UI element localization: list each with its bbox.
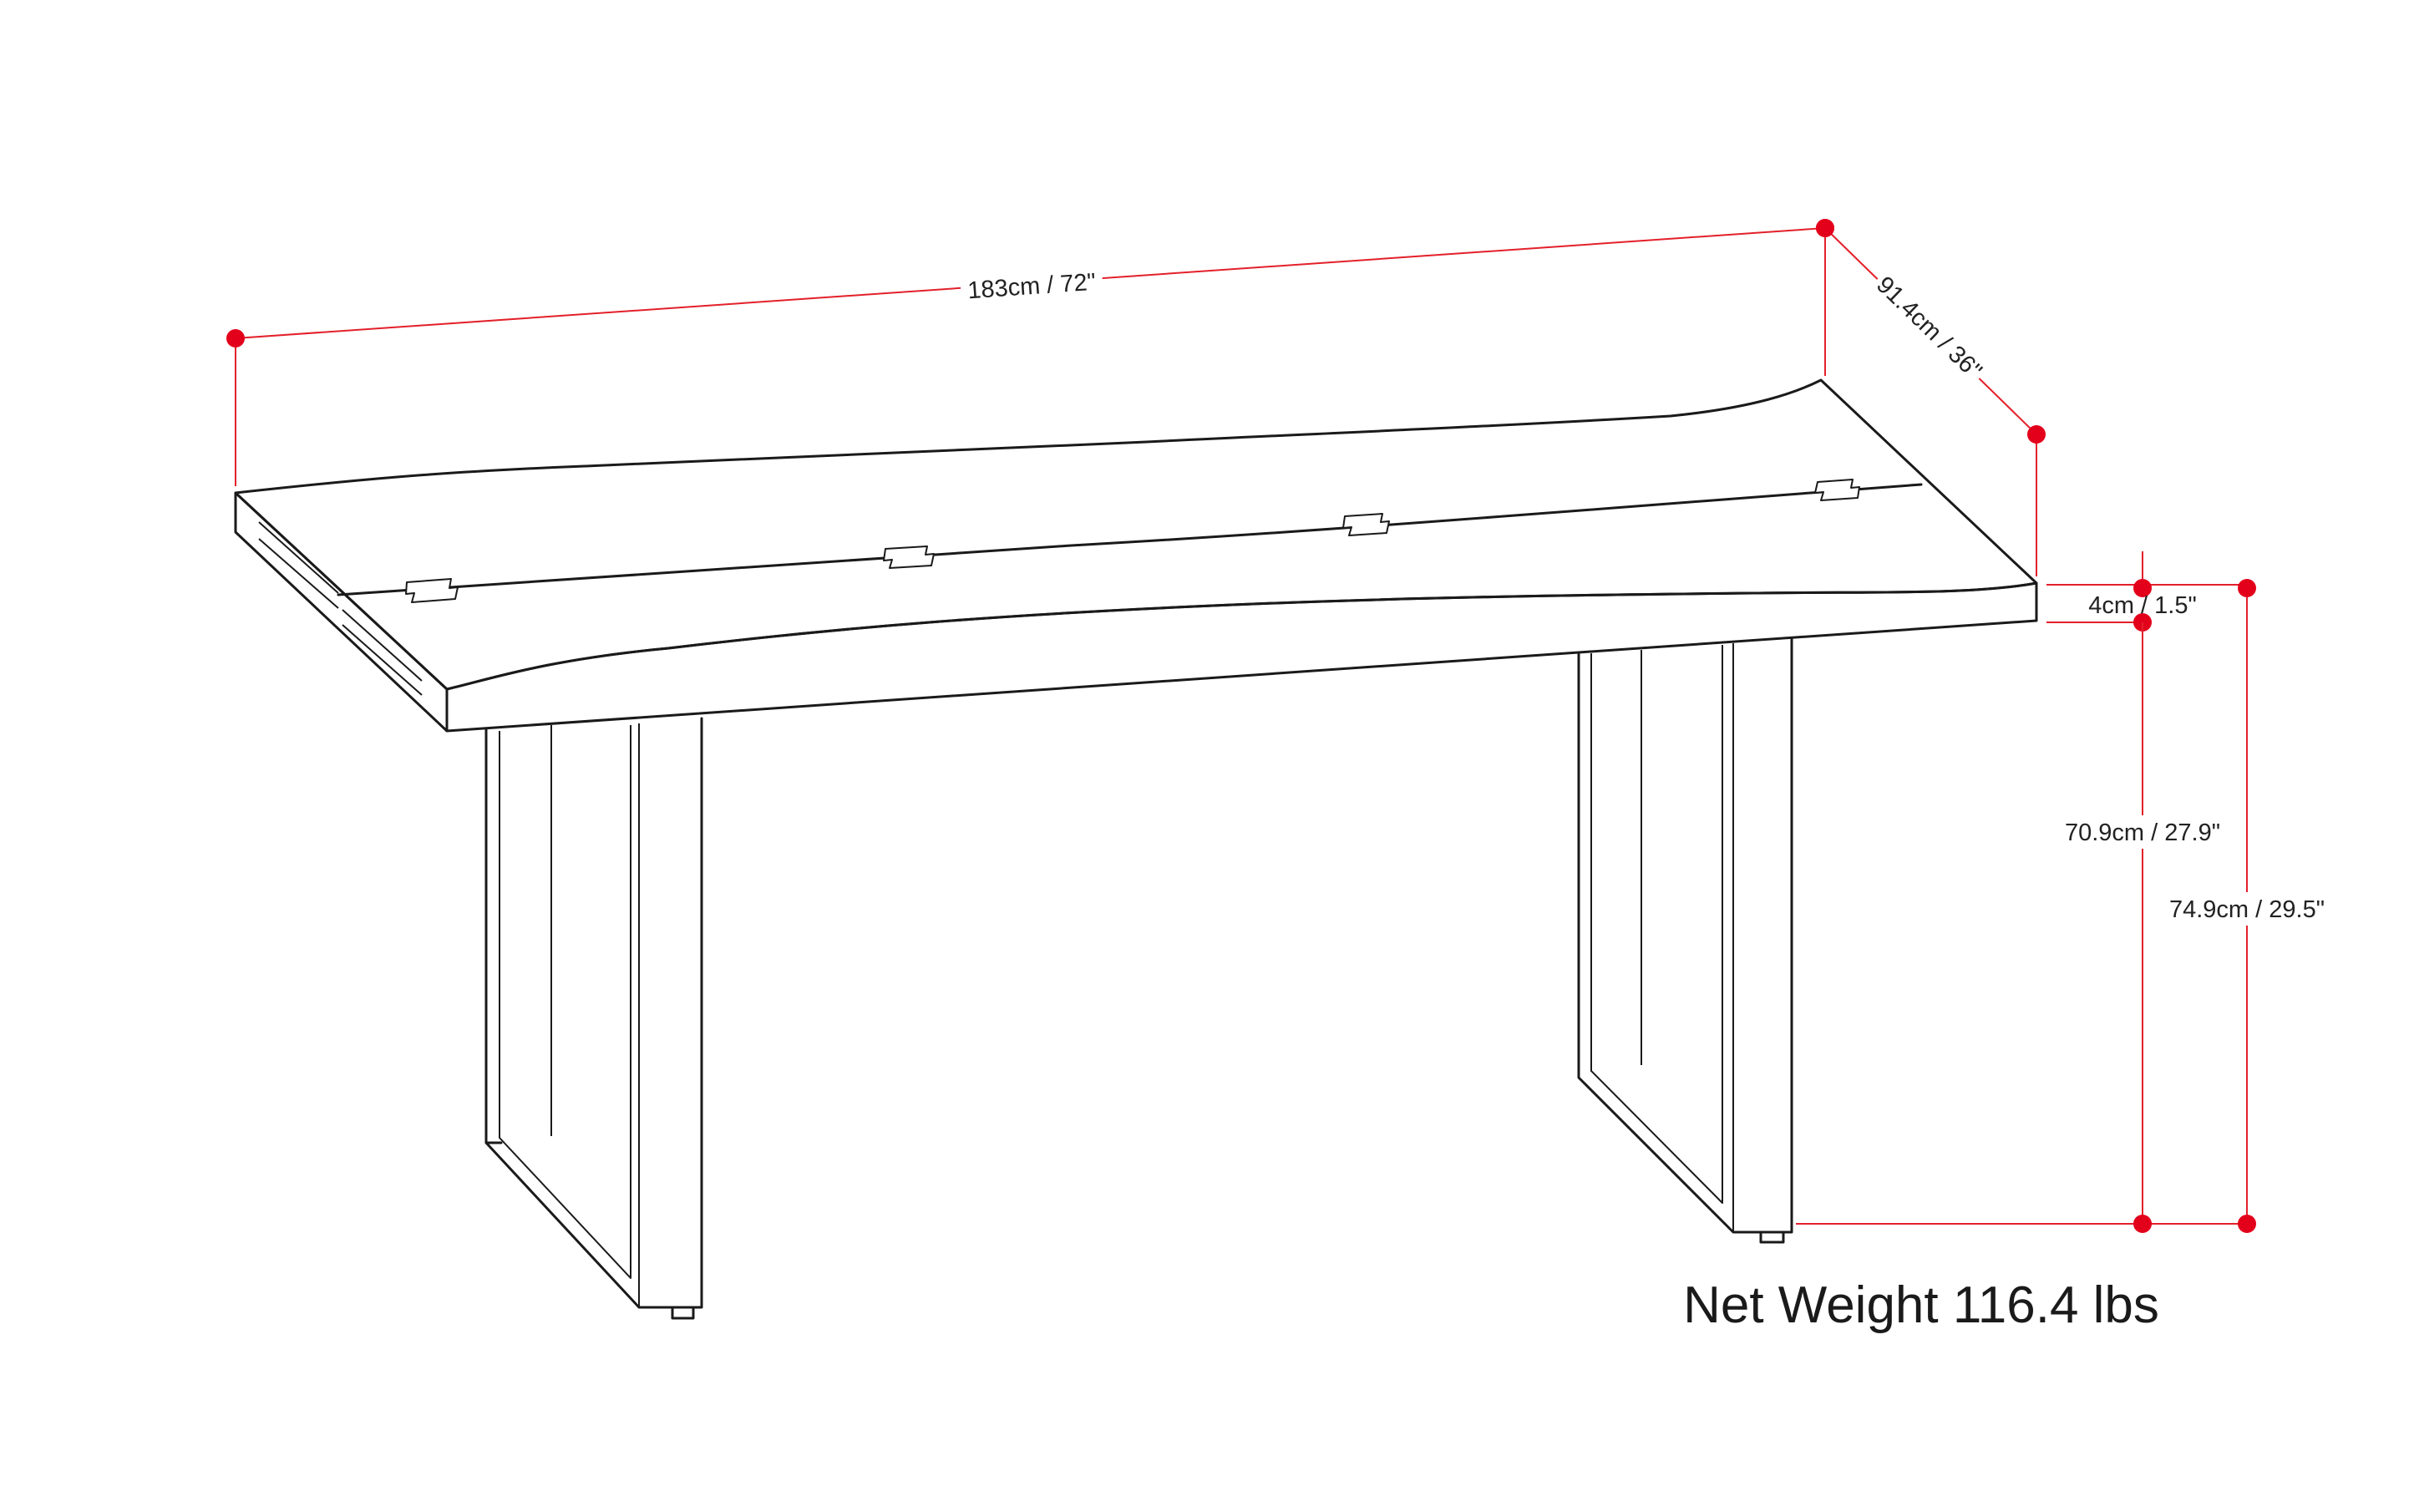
- thickness-label: 4cm / 1.5": [2088, 592, 2197, 619]
- butterfly-key-4: [1814, 479, 1860, 501]
- butterfly-key-2: [883, 545, 935, 569]
- leg-height-label: 70.9cm / 27.9": [2065, 819, 2220, 846]
- overall-height-marker-top: [2238, 579, 2256, 597]
- left-leg: [484, 717, 703, 1320]
- depth-marker-bottom: [2027, 425, 2046, 444]
- overall-height-marker-bottom: [2238, 1215, 2256, 1233]
- butterfly-key-3: [1342, 513, 1390, 536]
- depth-label: 91.4cm / 36": [1871, 271, 1987, 384]
- leg-height-marker-bottom: [2133, 1215, 2152, 1233]
- right-leg: [1577, 637, 1793, 1244]
- table-top-surface: [234, 378, 2038, 691]
- river-channel: [337, 483, 1923, 596]
- thickness-marker-top: [2133, 579, 2152, 597]
- table-front-edge: [445, 581, 2038, 733]
- length-marker-left: [226, 329, 245, 348]
- table-end-joint: [258, 521, 423, 696]
- net-weight-label: Net Weight 116.4 lbs: [1683, 1276, 2159, 1334]
- dimension-annotations: 183cm / 72" 91.4cm / 36" 4cm / 1.5" 70.9…: [226, 219, 2339, 1233]
- table-left-end: [234, 491, 449, 733]
- butterfly-key-1: [405, 578, 459, 603]
- depth-marker-top: [1816, 219, 1834, 237]
- overall-height-label: 74.9cm / 29.5": [2169, 896, 2325, 923]
- table-drawing: [234, 378, 2038, 1320]
